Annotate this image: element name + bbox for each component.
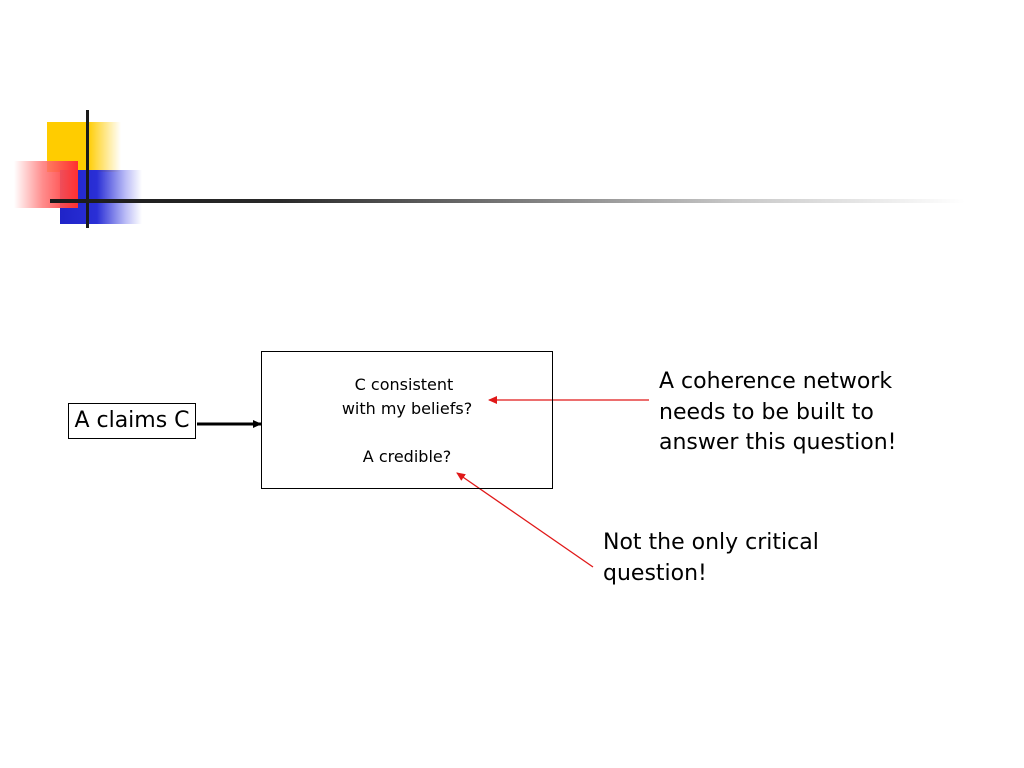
critical-note-line: question!: [603, 560, 707, 586]
coherence-note-line: A coherence network: [659, 369, 893, 394]
coherence-network-note: A coherence network needs to be built to…: [659, 367, 896, 459]
question-credibility: A credible?: [362, 447, 452, 466]
critical-note-line: Not the only critical: [603, 530, 819, 555]
coherence-note-line: answer this question!: [659, 430, 897, 455]
question-consistency-line1: C consistent: [354, 375, 454, 394]
question-consistency-line2: with my beliefs?: [341, 399, 473, 418]
claim-box: A claims C: [68, 403, 196, 439]
decorative-horizontal-rule: [50, 199, 965, 203]
question-box: [261, 351, 553, 489]
decorative-vertical-line: [86, 110, 89, 228]
coherence-note-line: needs to be built to: [659, 399, 874, 425]
critical-question-note: Not the only critical question!: [603, 528, 819, 589]
